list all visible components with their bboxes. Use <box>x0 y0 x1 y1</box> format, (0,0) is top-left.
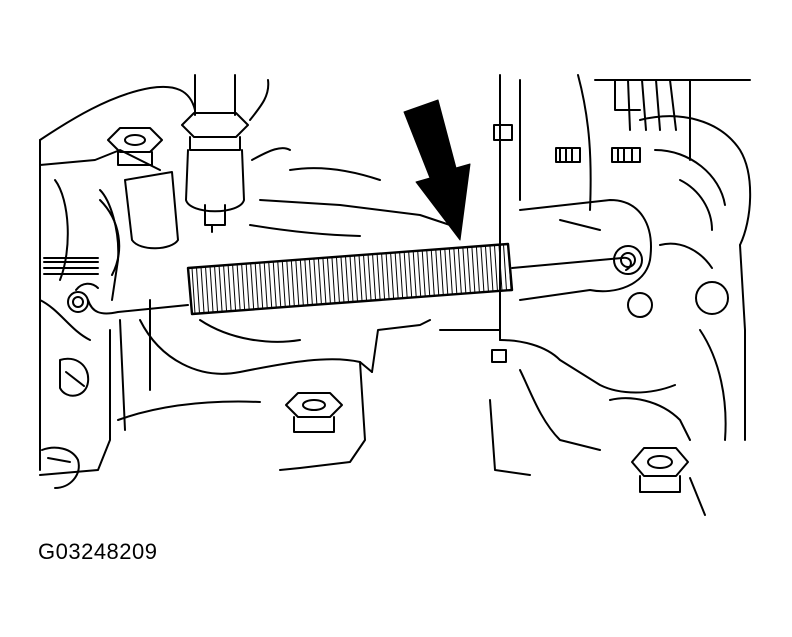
spring-coil <box>254 262 259 310</box>
spring-coil <box>421 250 426 298</box>
spring-coil <box>381 253 386 301</box>
spring-coil <box>507 243 512 291</box>
spring-coil <box>426 249 431 297</box>
center-post <box>181 74 291 233</box>
spring-coil <box>286 260 291 308</box>
spring-coil <box>205 266 210 314</box>
spring-coil <box>232 264 237 312</box>
spring-coil <box>453 247 458 295</box>
spring-coil <box>200 266 205 314</box>
spring-coil <box>196 267 201 315</box>
spring-coil <box>471 246 476 294</box>
spring-coil <box>326 257 331 305</box>
spring-coil <box>448 247 453 295</box>
spring-coil <box>457 247 462 295</box>
spring-coil <box>475 245 480 293</box>
spring-coil <box>484 245 489 293</box>
spring-coil <box>340 256 345 304</box>
spring-coil <box>358 254 363 302</box>
spring-coil <box>367 254 372 302</box>
spring-coil <box>394 252 399 300</box>
spring-coil <box>349 255 354 303</box>
spring-coil <box>227 264 232 312</box>
spring-coil <box>480 245 485 293</box>
spring-coil <box>245 263 250 311</box>
spring-coil <box>417 250 422 298</box>
spring-coil <box>390 252 395 300</box>
spring-coil <box>408 251 413 299</box>
spring-coil <box>317 257 322 305</box>
spring-coil <box>412 250 417 298</box>
spring-coil <box>354 255 359 303</box>
spring-coil <box>344 255 349 303</box>
spring-coil <box>263 262 268 310</box>
spring-coil <box>277 260 282 308</box>
left-bolt <box>107 127 163 166</box>
spring-coil <box>214 265 219 313</box>
spring-coil <box>439 248 444 296</box>
spring-coil <box>281 260 286 308</box>
spring-coil <box>241 263 246 311</box>
spring-coil <box>308 258 313 306</box>
spring-coil <box>399 251 404 299</box>
spring-coil <box>299 259 304 307</box>
spring-coil <box>403 251 408 299</box>
figure-code: G03248209 <box>38 539 158 564</box>
spring-coil <box>259 262 264 310</box>
center-casting <box>117 299 501 471</box>
spring-coil <box>376 253 381 301</box>
tension-spring <box>75 242 632 316</box>
spring-coil <box>250 263 255 311</box>
callout-arrow-icon <box>403 99 471 241</box>
spring-coil <box>502 243 507 291</box>
spring-coil <box>313 258 318 306</box>
spring-coil <box>191 267 196 315</box>
right-assembly <box>489 74 752 516</box>
spring-coil <box>385 252 390 300</box>
spring-coil <box>236 264 241 312</box>
spring-coil <box>444 248 449 296</box>
spring-coil <box>268 261 273 309</box>
lower-bolt <box>285 392 343 433</box>
spring-coil <box>290 259 295 307</box>
spring-coil <box>335 256 340 304</box>
spring-coil <box>493 244 498 292</box>
spring-coil <box>435 248 440 296</box>
spring-coil <box>209 266 214 314</box>
spring-coil <box>331 256 336 304</box>
spring-coil <box>223 265 228 313</box>
spring-coil <box>295 259 300 307</box>
spring-coil <box>272 261 277 309</box>
spring-coil <box>363 254 368 302</box>
spring-coil <box>372 253 377 301</box>
spring-coil <box>218 265 223 313</box>
spring-coil <box>304 258 309 306</box>
spring-coil <box>462 246 467 294</box>
spring-coil <box>322 257 327 305</box>
spring-coil <box>466 246 471 294</box>
left-housing <box>39 85 196 489</box>
spring-coil <box>430 249 435 297</box>
left-bracket <box>43 171 179 313</box>
spring-coil <box>489 244 494 292</box>
upper-plate <box>249 167 451 237</box>
